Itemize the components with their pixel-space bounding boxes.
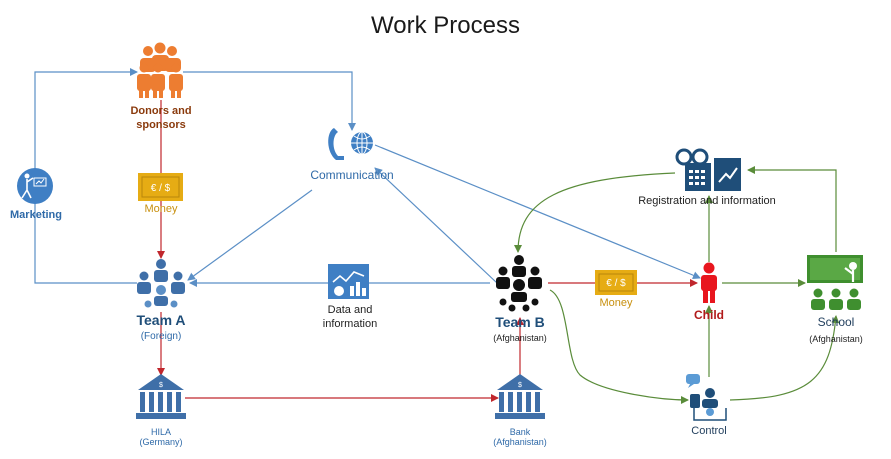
child-label: Child [694, 308, 724, 322]
diagram-title: Work Process [371, 12, 520, 39]
data-information-line1: Data and [327, 304, 373, 316]
registration-label: Registration and information [638, 195, 776, 207]
money-right-label: Money [599, 297, 633, 309]
school-sublabel: (Afghanistan) [809, 334, 863, 344]
money-left-icon [138, 173, 183, 201]
marketing-label: Marketing [10, 209, 62, 221]
bank-afghanistan-symbol: $ [518, 382, 522, 389]
money-right-icon [595, 270, 637, 295]
communication-label: Communication [310, 168, 394, 182]
control-icon [686, 374, 727, 421]
data-information-line2: information [322, 317, 378, 330]
arrow-communication-teamA [187, 189, 313, 281]
hila-label: HILA [150, 427, 171, 437]
team-a-icon [137, 259, 185, 308]
hila-bank-icon [136, 374, 186, 419]
data-information-label: Data and information [300, 304, 400, 332]
money-left-label: Money [144, 203, 178, 215]
school-label: School [817, 315, 855, 329]
arrow-communication-child [374, 144, 701, 280]
donors-label: Donors and sponsors [111, 105, 211, 133]
team-b-sublabel: (Afghanistan) [493, 333, 547, 343]
communication-icon [328, 128, 373, 160]
bank-sublabel: (Afghanistan) [493, 437, 547, 447]
arrow-control-school [729, 315, 840, 401]
arrow-teamB-control [549, 289, 689, 404]
arrow-donors-communication [183, 71, 356, 131]
team-a-sublabel: (Foreign) [140, 331, 182, 342]
hila-bank-symbol: $ [159, 382, 163, 389]
donors-label-line2: sponsors [136, 118, 186, 131]
arrow-registration-teamB [514, 172, 676, 253]
registration-icon [675, 148, 741, 191]
bank-label: Bank [509, 427, 531, 437]
hila-sublabel: (Germany) [139, 437, 183, 447]
data-information-icon [328, 264, 369, 299]
marketing-icon [17, 168, 53, 204]
control-label: Control [691, 425, 727, 437]
money-right-symbol: € / $ [606, 278, 626, 289]
team-b-label: Team B [495, 314, 545, 330]
team-a-label: Team A [136, 312, 186, 328]
arrow-teamB-communication [374, 167, 498, 284]
money-left-symbol: € / $ [151, 183, 171, 194]
bank-afghanistan-icon [495, 374, 545, 419]
school-icon [807, 255, 863, 310]
donors-label-line1: Donors and [130, 105, 192, 117]
arrow-school-registration [747, 166, 837, 252]
team-b-icon [496, 255, 542, 312]
donors-group-icon [137, 42, 183, 98]
child-icon [701, 262, 717, 303]
